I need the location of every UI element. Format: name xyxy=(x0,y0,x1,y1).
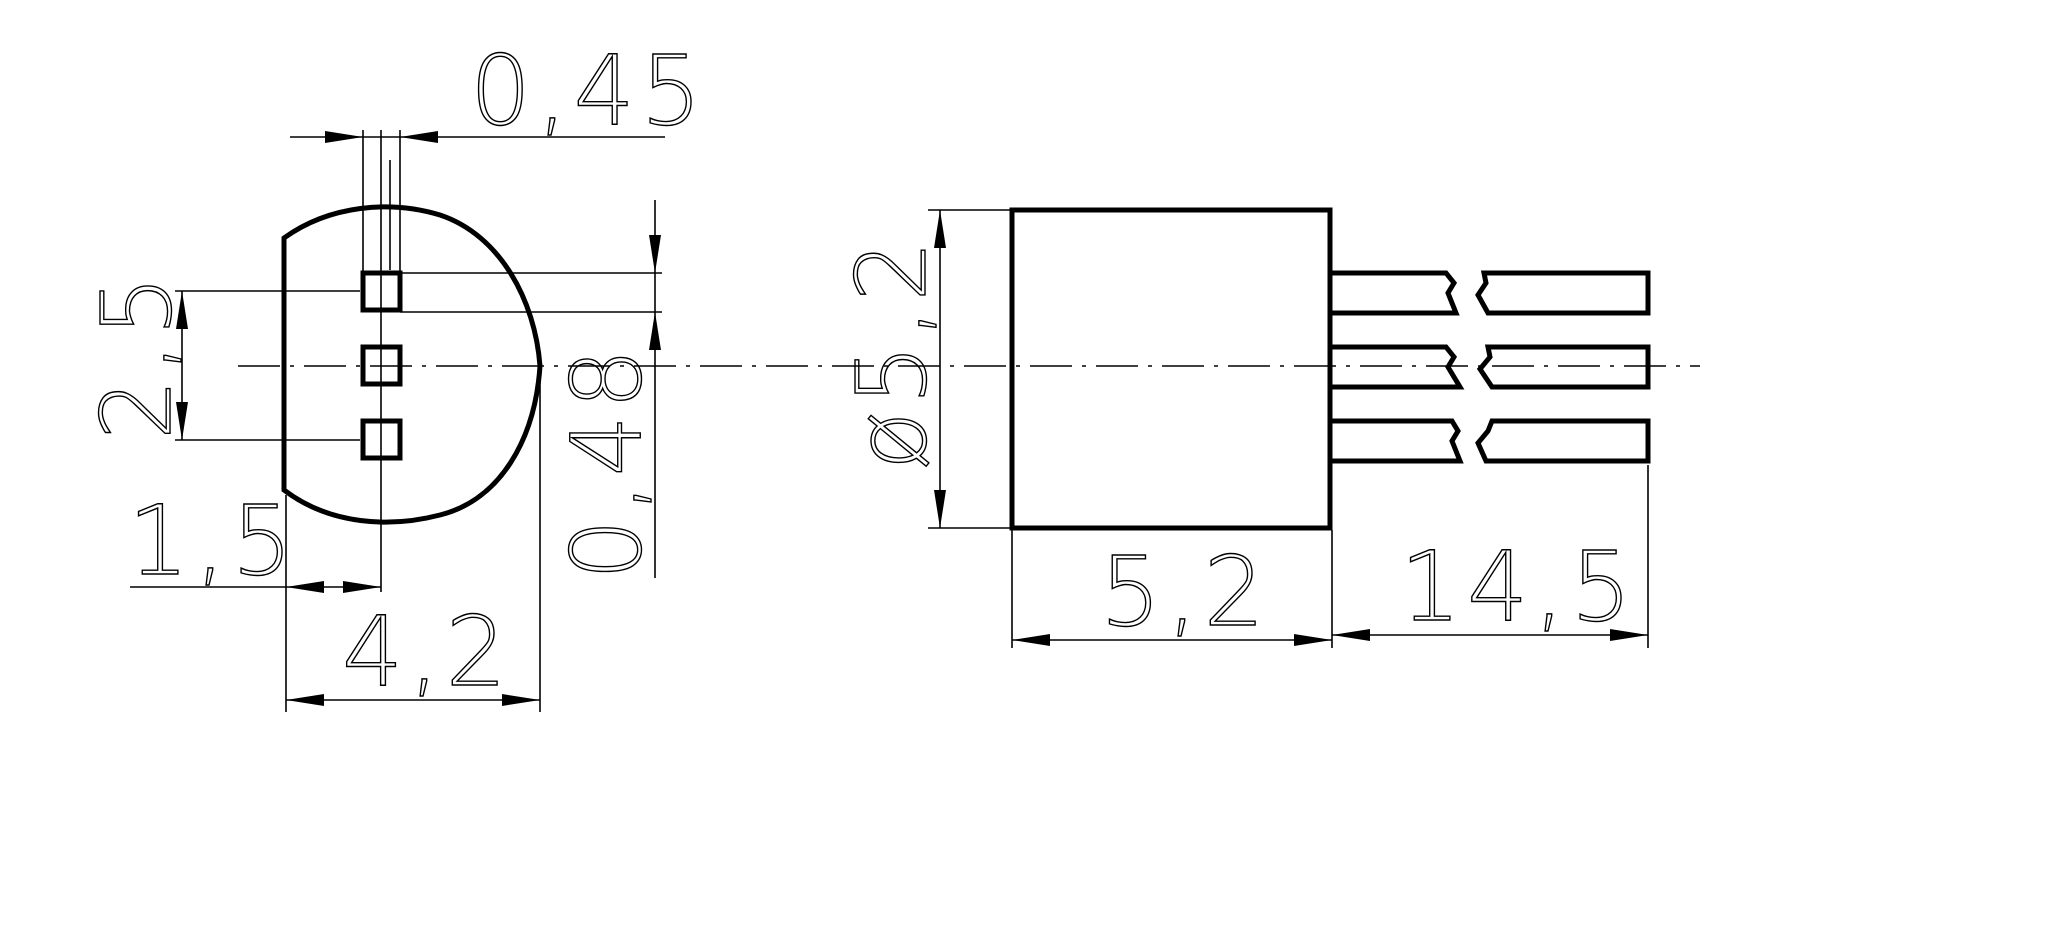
dim-048-arrow-bottom xyxy=(649,312,661,350)
dim-048-label: 0,48 xyxy=(551,342,663,580)
dim-15-arrow-right xyxy=(343,581,381,593)
lead-middle-left xyxy=(1332,344,1465,390)
dim-045-label: 0,45 xyxy=(470,35,708,147)
dim-52-arrow-right xyxy=(1294,634,1332,646)
dim-52-label: 5,2 xyxy=(1100,536,1271,648)
dim-25-arrow-top xyxy=(176,291,188,329)
front-view: 0,45 2,5 0,48 1,5 4,2 xyxy=(80,34,708,712)
dim-42-arrow-left xyxy=(286,694,324,706)
dim-15-label: 1,5 xyxy=(128,485,299,597)
dim-145-arrow-right xyxy=(1610,629,1648,641)
dim-145-label: 14,5 xyxy=(1400,531,1638,643)
side-view: ø5,2 5,2 14,5 xyxy=(835,207,1651,649)
lead-middle-right xyxy=(1476,344,1651,390)
dim-145-arrow-left xyxy=(1332,629,1370,641)
dim-045-arrow-left xyxy=(325,131,363,143)
lead-bottom-left xyxy=(1332,418,1464,464)
dim-52-arrow-left xyxy=(1012,634,1050,646)
dim-diam-label: ø5,2 xyxy=(836,235,948,470)
front-view-body-outline xyxy=(281,204,543,525)
dim-diam-arrow-bottom xyxy=(934,490,946,528)
dim-42-arrow-right xyxy=(502,694,540,706)
dim-15-arrow-left xyxy=(286,581,324,593)
side-view-body xyxy=(1009,207,1333,531)
dim-diam-arrow-top xyxy=(934,210,946,248)
lead-top-right xyxy=(1475,270,1651,316)
dim-045-arrow-right xyxy=(400,131,438,143)
dim-42-label: 4,2 xyxy=(342,596,513,708)
dim-048-arrow-top xyxy=(649,235,661,273)
dim-25-label: 2,5 xyxy=(81,269,193,440)
lead-top-left xyxy=(1332,270,1460,316)
lead-bottom-right xyxy=(1475,418,1651,464)
dim-25-arrow-bottom xyxy=(176,402,188,440)
